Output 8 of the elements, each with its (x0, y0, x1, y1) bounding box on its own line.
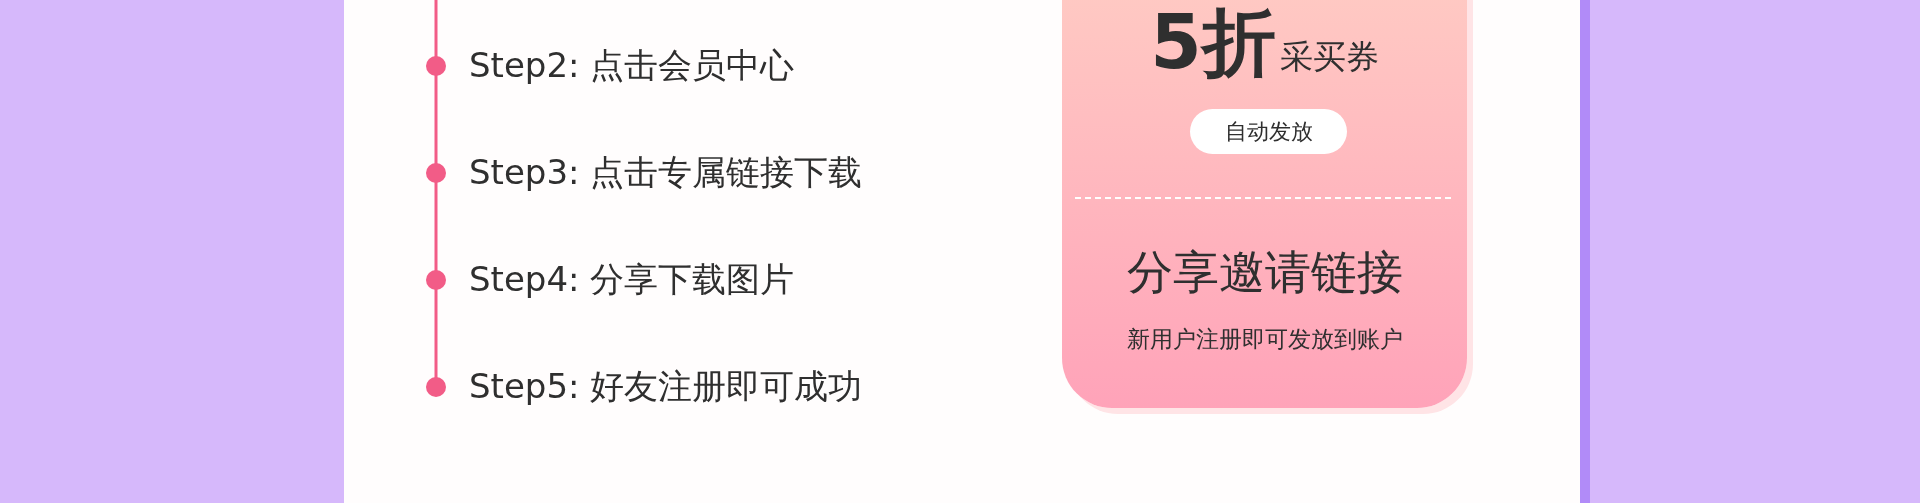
card-note: 新用户注册即可发放到账户 (1125, 325, 1404, 354)
step-text: Step3: 点击专属链接下载 (469, 151, 863, 194)
step-text: Step4: 分享下载图片 (469, 258, 795, 301)
step-text: Step5: 好友注册即可成功 (469, 365, 863, 408)
status-pill: 自动发放 (1190, 109, 1347, 154)
coupon-title: 5折采买券 (1149, 2, 1380, 87)
card-heading: 分享邀请链接 (1125, 244, 1404, 301)
step-text: Step2: 点击会员中心 (469, 44, 795, 87)
